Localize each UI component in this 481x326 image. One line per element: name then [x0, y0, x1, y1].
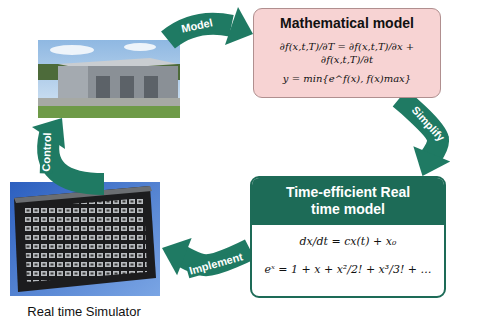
- building-door: [144, 76, 158, 98]
- building-door: [120, 76, 134, 98]
- equation-text: dx/dt = cx(t) + x₀: [252, 225, 444, 253]
- node-heading: Real time Simulator: [6, 304, 162, 319]
- cloud: [124, 43, 156, 51]
- equation-text: eˣ = 1 + x + x²/2! + x³/3! + …: [252, 253, 444, 281]
- photo-background: [10, 182, 160, 296]
- arrowhead: [225, 7, 253, 45]
- building-photo: [38, 40, 180, 118]
- realtime-model-box: Time-efficient Real time modeldx/dt = cx…: [250, 176, 446, 298]
- cloud: [50, 45, 94, 55]
- simulator-photo: [10, 182, 160, 296]
- cycle-arrow: [32, 118, 104, 184]
- node-heading: Mathematical model: [260, 15, 434, 32]
- equation-text: ∂f(x,t,T)/∂T = ∂f(x,t,T)/∂x + ∂f(x,t,T)/…: [260, 40, 434, 66]
- grass: [38, 106, 180, 118]
- math-model-box: Mathematical model ∂f(x,t,T)/∂T = ∂f(x,t,…: [253, 8, 441, 98]
- sky: [38, 40, 180, 118]
- equation-text: y = min{e^f(x), f(x)max}: [260, 72, 434, 85]
- cycle-arrow: [168, 7, 253, 45]
- rack-ports: [24, 198, 147, 282]
- rack-chassis: [14, 186, 156, 292]
- parking-lot: [38, 98, 180, 106]
- building-door: [96, 76, 110, 98]
- building-facade: [58, 66, 178, 98]
- simulator-node: Real time Simulator: [6, 176, 162, 320]
- arrowhead: [413, 146, 450, 176]
- cycle-arrow: [400, 98, 451, 176]
- building-side: [58, 66, 88, 98]
- cycle-label: Control: [40, 130, 54, 174]
- node-heading: Time-efficient Real time model: [252, 178, 444, 225]
